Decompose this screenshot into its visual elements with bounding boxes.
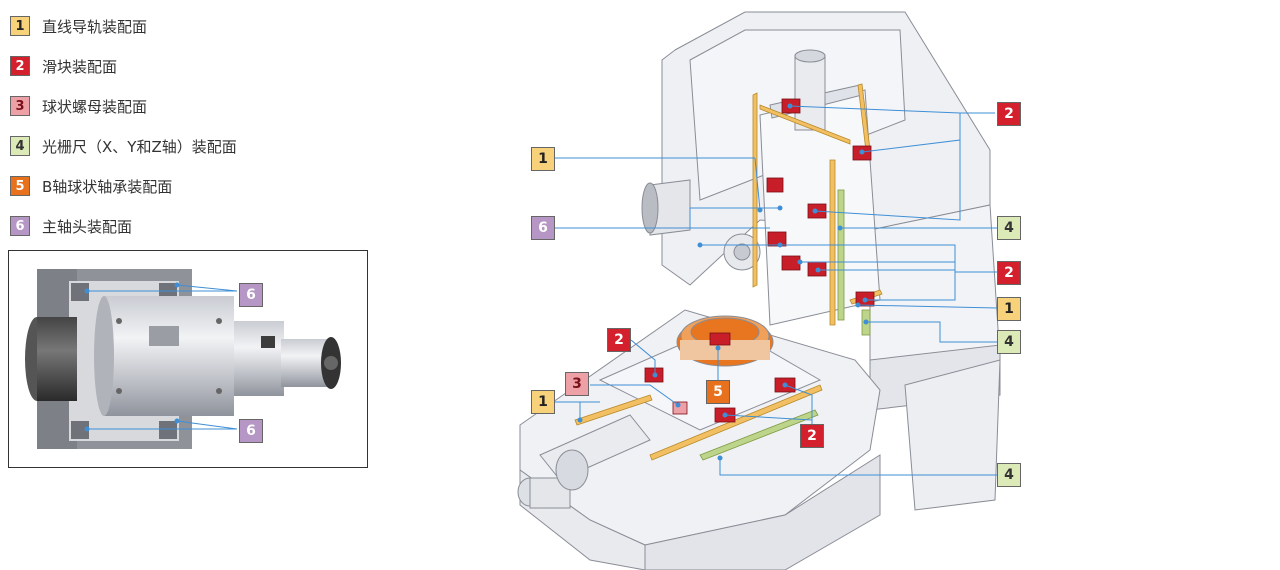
callout-slider-table: 2	[607, 328, 631, 352]
legend: 1 直线导轨装配面 2 滑块装配面 3 球状螺母装配面 4 光栅尺（X、Y和Z轴…	[10, 6, 310, 246]
inset-callout-spindle-head-bottom: 6	[239, 419, 263, 443]
legend-label: 光栅尺（X、Y和Z轴）装配面	[42, 137, 237, 156]
callout-spindle-head-left: 6	[531, 216, 555, 240]
legend-badge: 2	[10, 56, 30, 76]
legend-label: 滑块装配面	[42, 57, 118, 76]
callout-scale-right-top: 4	[997, 216, 1021, 240]
spindle-head-illustration	[25, 269, 341, 449]
callout-slider-lower-right: 2	[800, 424, 824, 448]
legend-item-ball-nut: 3 球状螺母装配面	[10, 86, 310, 126]
legend-label: 直线导轨装配面	[42, 17, 148, 36]
callout-rail-lower-left: 1	[531, 390, 555, 414]
callout-ball-nut: 3	[565, 372, 589, 396]
legend-item-b-axis-bearing: 5 B轴球状轴承装配面	[10, 166, 310, 206]
callout-scale-right-lower: 4	[997, 330, 1021, 354]
legend-badge: 6	[10, 216, 30, 236]
legend-item-scale: 4 光栅尺（X、Y和Z轴）装配面	[10, 126, 310, 166]
legend-item-slider: 2 滑块装配面	[10, 46, 310, 86]
callout-rail-right: 1	[997, 297, 1021, 321]
callout-rail-left: 1	[531, 147, 555, 171]
legend-badge: 4	[10, 136, 30, 156]
callout-slider-right-middle: 2	[997, 261, 1021, 285]
callout-slider-top-right: 2	[997, 102, 1021, 126]
legend-badge: 5	[10, 176, 30, 196]
legend-item-guide-rail: 1 直线导轨装配面	[10, 6, 310, 46]
spindle-head-inset: 6 6	[8, 250, 368, 468]
legend-badge: 1	[10, 16, 30, 36]
legend-badge: 3	[10, 96, 30, 116]
legend-label: 主轴头装配面	[42, 217, 133, 236]
legend-label: 球状螺母装配面	[42, 97, 148, 116]
callout-b-axis-bearing: 5	[706, 380, 730, 404]
inset-callout-spindle-head-top: 6	[239, 283, 263, 307]
legend-label: B轴球状轴承装配面	[42, 177, 173, 196]
legend-item-spindle-head: 6 主轴头装配面	[10, 206, 310, 246]
callout-scale-bottom: 4	[997, 463, 1021, 487]
